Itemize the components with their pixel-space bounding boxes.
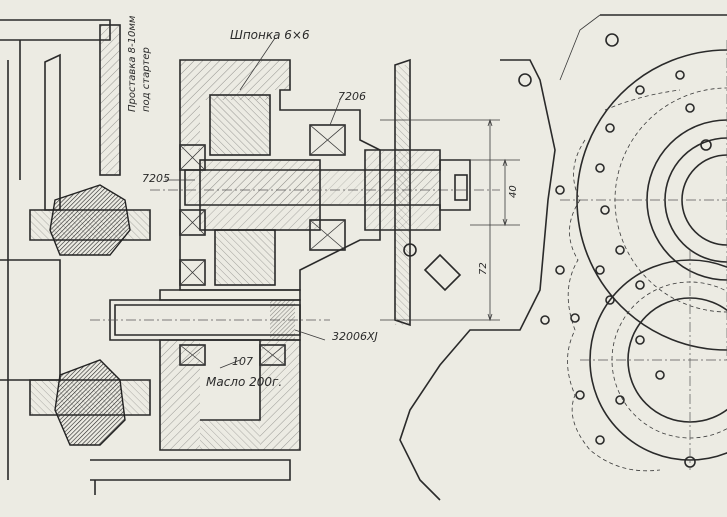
starter-note-line2: под стартер [141, 47, 152, 112]
side-plate [399, 14, 727, 501]
small-bore [580, 250, 727, 470]
bearing-bottom-label: 107 [232, 355, 253, 368]
bolt-holes [570, 70, 695, 445]
bearing-right-label: 32006XJ [332, 330, 378, 343]
leader-lines [165, 37, 341, 369]
bearing-top-label: 7206 [338, 90, 366, 103]
starter-note-line1: Проставка 8-10мм [127, 15, 138, 112]
bevel-gear-bottom [54, 359, 126, 446]
dimension-lines [380, 118, 520, 322]
lower-shaft [90, 300, 330, 340]
dim-40-label: 40 [508, 185, 519, 198]
dim-72-label: 72 [478, 262, 489, 275]
bearing-left-label: 7205 [142, 172, 170, 185]
gear-mesh-outline [567, 89, 681, 472]
oil-label: Масло 200г. [206, 375, 283, 389]
output-flange [364, 58, 462, 327]
large-bore [560, 40, 727, 360]
key-label: Шпонка 6×6 [230, 28, 310, 42]
bevel-gear-top [49, 184, 131, 256]
